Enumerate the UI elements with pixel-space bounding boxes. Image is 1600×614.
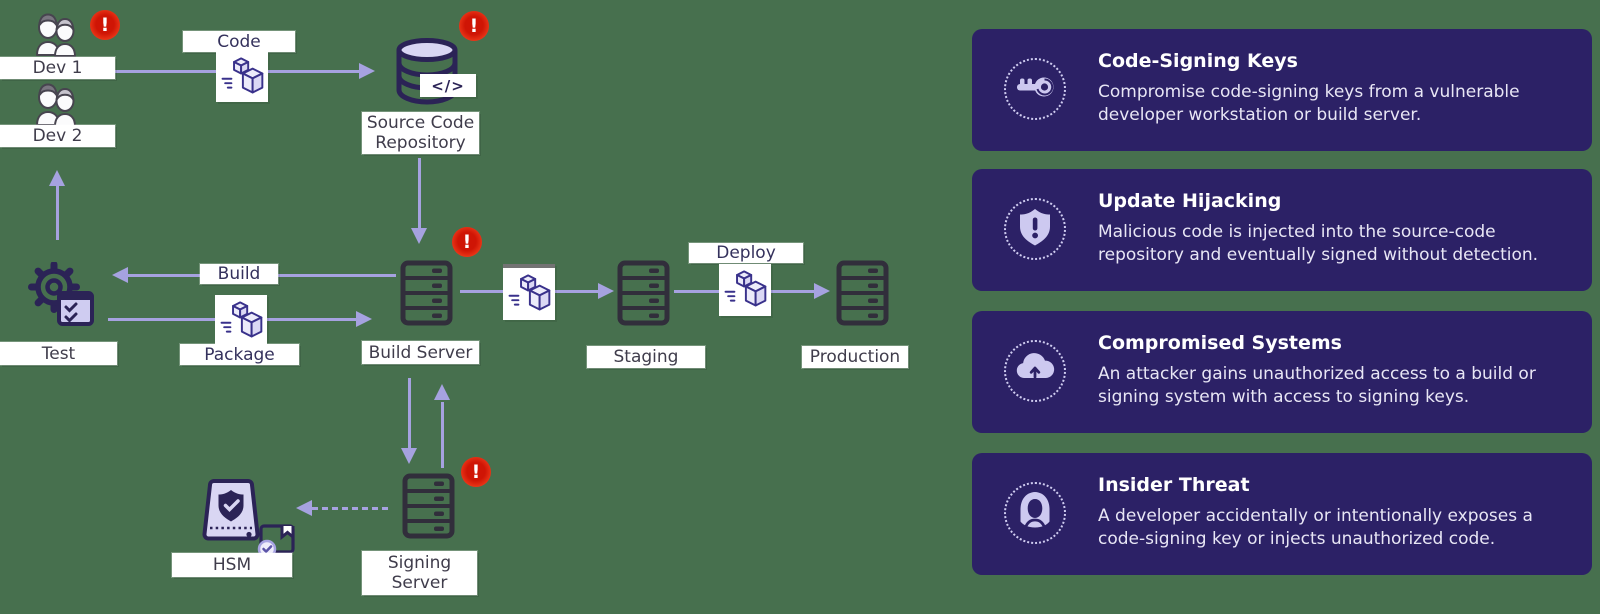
card-title: Code-Signing Keys <box>1098 50 1298 72</box>
pipeline-diagram: ! Dev 1 Dev 2 Code <box>0 10 908 595</box>
developer2-icon <box>30 80 82 132</box>
card-update-hijacking: Update Hijacking Malicious code is injec… <box>972 169 1592 291</box>
card-title: Update Hijacking <box>1098 190 1282 212</box>
code-package-icon <box>216 52 268 102</box>
card-insider-threat: Insider Threat A developer accidentally … <box>972 453 1592 575</box>
arrow-test-to-dev2 <box>56 186 59 240</box>
card-title: Compromised Systems <box>1098 332 1342 354</box>
edge-label-deploy: Deploy <box>689 243 803 263</box>
card-icon-circle <box>1004 482 1066 544</box>
package-icon-middle <box>215 295 267 347</box>
card-body: Compromise code-signing keys from a vuln… <box>1098 82 1520 125</box>
alert-badge-repo: ! <box>459 11 489 41</box>
package-icon-build-to-staging <box>503 264 555 320</box>
developer1-icon <box>30 10 82 62</box>
alert-badge-signing-server: ! <box>461 457 491 487</box>
arrow-signing-to-buildserver <box>441 402 444 468</box>
node-label-staging: Staging <box>587 346 705 368</box>
shield-exclamation-icon <box>1013 205 1057 253</box>
card-compromised-systems: Compromised Systems An attacker gains un… <box>972 311 1592 433</box>
signing-server-icon <box>402 473 455 543</box>
arrow-buildserver-to-signing <box>408 378 411 450</box>
arrowhead-buildserver-to-staging <box>598 283 614 299</box>
staging-server-icon <box>617 260 670 330</box>
arrowhead-buildserver-to-signing <box>401 448 417 464</box>
test-gear-checklist-icon <box>28 261 94 330</box>
card-body: A developer accidentally or intentionall… <box>1098 506 1533 549</box>
edge-label-code: Code <box>183 31 295 52</box>
node-label-test: Test <box>0 342 117 365</box>
arrowhead-signing-to-hsm <box>296 500 312 516</box>
alert-badge-build-server: ! <box>452 227 482 257</box>
node-label-hsm: HSM <box>172 553 292 577</box>
node-label-production: Production <box>802 346 908 368</box>
node-label-dev2: Dev 2 <box>0 125 115 147</box>
hsm-icon <box>196 477 266 549</box>
package-check-icon <box>256 520 298 562</box>
arrowhead-build-to-test <box>112 267 128 283</box>
key-icon <box>1013 65 1057 113</box>
card-icon-circle <box>1004 340 1066 402</box>
card-title: Insider Threat <box>1098 474 1250 496</box>
node-label-repo: Source Code Repository <box>362 112 479 154</box>
edge-label-package: Package <box>180 344 299 365</box>
cloud-upload-icon <box>1013 347 1057 395</box>
arrowhead-package-to-buildserver <box>356 311 372 327</box>
card-icon-circle <box>1004 58 1066 120</box>
build-server-icon <box>400 260 453 330</box>
card-body: Malicious code is injected into the sour… <box>1098 222 1539 265</box>
arrow-signing-to-hsm <box>312 507 388 510</box>
arrowhead-signing-to-buildserver <box>434 384 450 400</box>
card-code-signing-keys: Code-Signing Keys Compromise code-signin… <box>972 29 1592 151</box>
hacker-icon <box>1013 489 1057 537</box>
arrow-repo-to-buildserver <box>418 158 421 230</box>
production-server-icon <box>836 260 889 330</box>
arrowhead-repo-to-buildserver <box>411 228 427 244</box>
card-icon-circle <box>1004 198 1066 260</box>
alert-badge-dev1: ! <box>90 10 120 40</box>
code-tag-badge: </> <box>420 74 476 97</box>
node-label-build-server: Build Server <box>362 341 479 364</box>
edge-label-build: Build <box>200 264 278 284</box>
arrowhead-test-to-dev2 <box>49 170 65 186</box>
arrowhead-dev1-to-repo <box>359 63 375 79</box>
package-icon-deploy <box>719 264 771 316</box>
arrowhead-staging-to-production <box>814 283 830 299</box>
node-label-dev1: Dev 1 <box>0 57 115 79</box>
card-body: An attacker gains unauthorized access to… <box>1098 364 1536 407</box>
node-label-signing-server: Signing Server <box>362 551 477 595</box>
